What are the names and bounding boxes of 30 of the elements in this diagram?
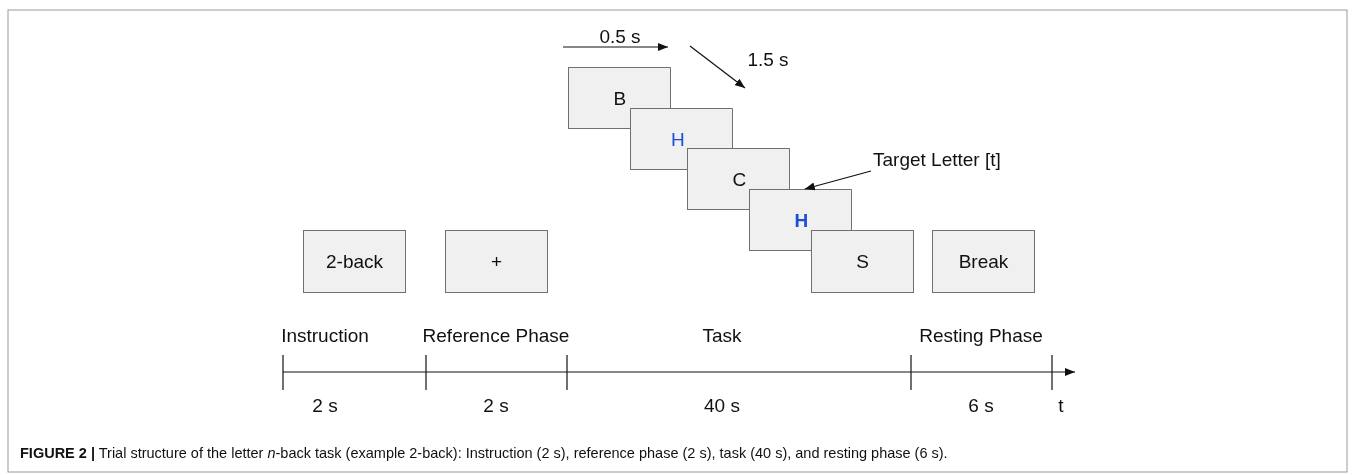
phase-label: Reference Phase [422, 326, 570, 345]
screen-text: C [732, 169, 747, 189]
stimulus-screen [687, 148, 749, 210]
screen-text: B [613, 88, 627, 108]
screen-text: S [856, 252, 869, 271]
stimulus-screen [630, 108, 687, 170]
duration-label: 1.5 s [747, 50, 789, 69]
duration-label: 2 s [483, 396, 509, 415]
duration-label: 40 s [704, 396, 740, 415]
figure-caption: FIGURE 2 | Trial structure of the letter n-back task (example 2-back): Instruction (2 s), reference phase (2 s), task (40 s), and resting phase (6 s). [20, 446, 948, 461]
axis-label: t [1058, 396, 1064, 415]
duration-label: 0.5 s [599, 27, 641, 46]
stimulus-screen [303, 230, 406, 293]
stimulus-screen [749, 189, 811, 251]
screen-text: 2-back [326, 252, 383, 271]
duration-label: 6 s [968, 396, 994, 415]
stimulus-screen [811, 230, 914, 293]
leader-line [804, 170, 872, 191]
phase-label: Task [702, 326, 742, 345]
callout-text: Target Letter [t] [873, 150, 1001, 169]
stimulus-screen [932, 230, 1035, 293]
phase-label: Resting Phase [919, 326, 1043, 345]
screen-text: Break [958, 252, 1009, 271]
stimulus-screen [445, 230, 548, 293]
screen-text: + [490, 252, 503, 271]
screen-text: H [794, 210, 809, 230]
phase-label: Instruction [281, 326, 369, 345]
duration-label: 2 s [312, 396, 338, 415]
stimulus-screen [568, 67, 630, 129]
screen-text: H [671, 129, 685, 149]
